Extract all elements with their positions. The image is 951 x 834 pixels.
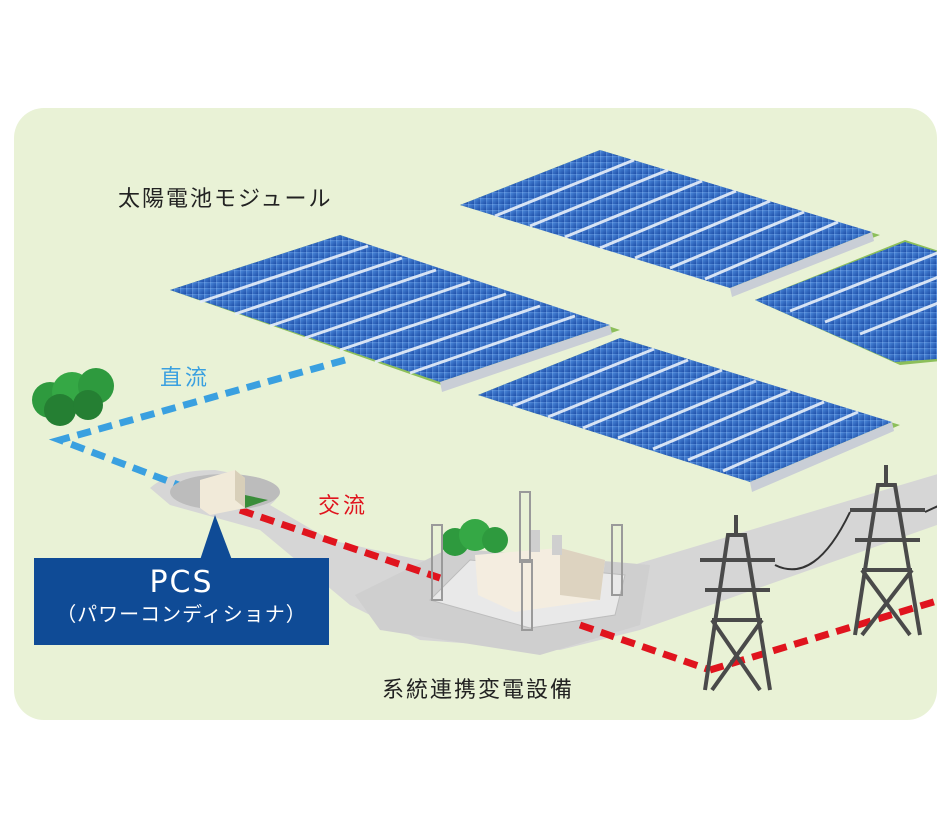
power-line (774, 511, 851, 571)
pcs-callout-box: PCS （パワーコンディショナ） (34, 558, 329, 645)
pcs-subtitle: （パワーコンディショナ） (56, 602, 307, 626)
solar-modules-label: 太陽電池モジュール (118, 187, 333, 212)
substation-icon (429, 491, 626, 631)
solar-array-right-mid (755, 240, 937, 365)
pcs-unit-icon (170, 470, 280, 515)
substation-label: 系統連携変電設備 (382, 678, 575, 703)
transmission-tower-icon (850, 465, 925, 637)
dc-cable (48, 356, 346, 499)
pcs-callout-pointer (200, 515, 232, 560)
ac-label: 交流 (318, 494, 369, 519)
solar-array-top-right (460, 150, 880, 297)
solar-array-left (170, 235, 620, 392)
dc-label: 直流 (160, 366, 211, 391)
ac-cable (238, 506, 937, 674)
transmission-tower-icon (700, 515, 775, 692)
access-road (150, 470, 937, 650)
tree-icon (441, 519, 508, 556)
pcs-title: PCS (149, 565, 214, 600)
tree-icon (32, 368, 114, 426)
power-line (924, 499, 937, 513)
solar-array-center (478, 338, 900, 492)
